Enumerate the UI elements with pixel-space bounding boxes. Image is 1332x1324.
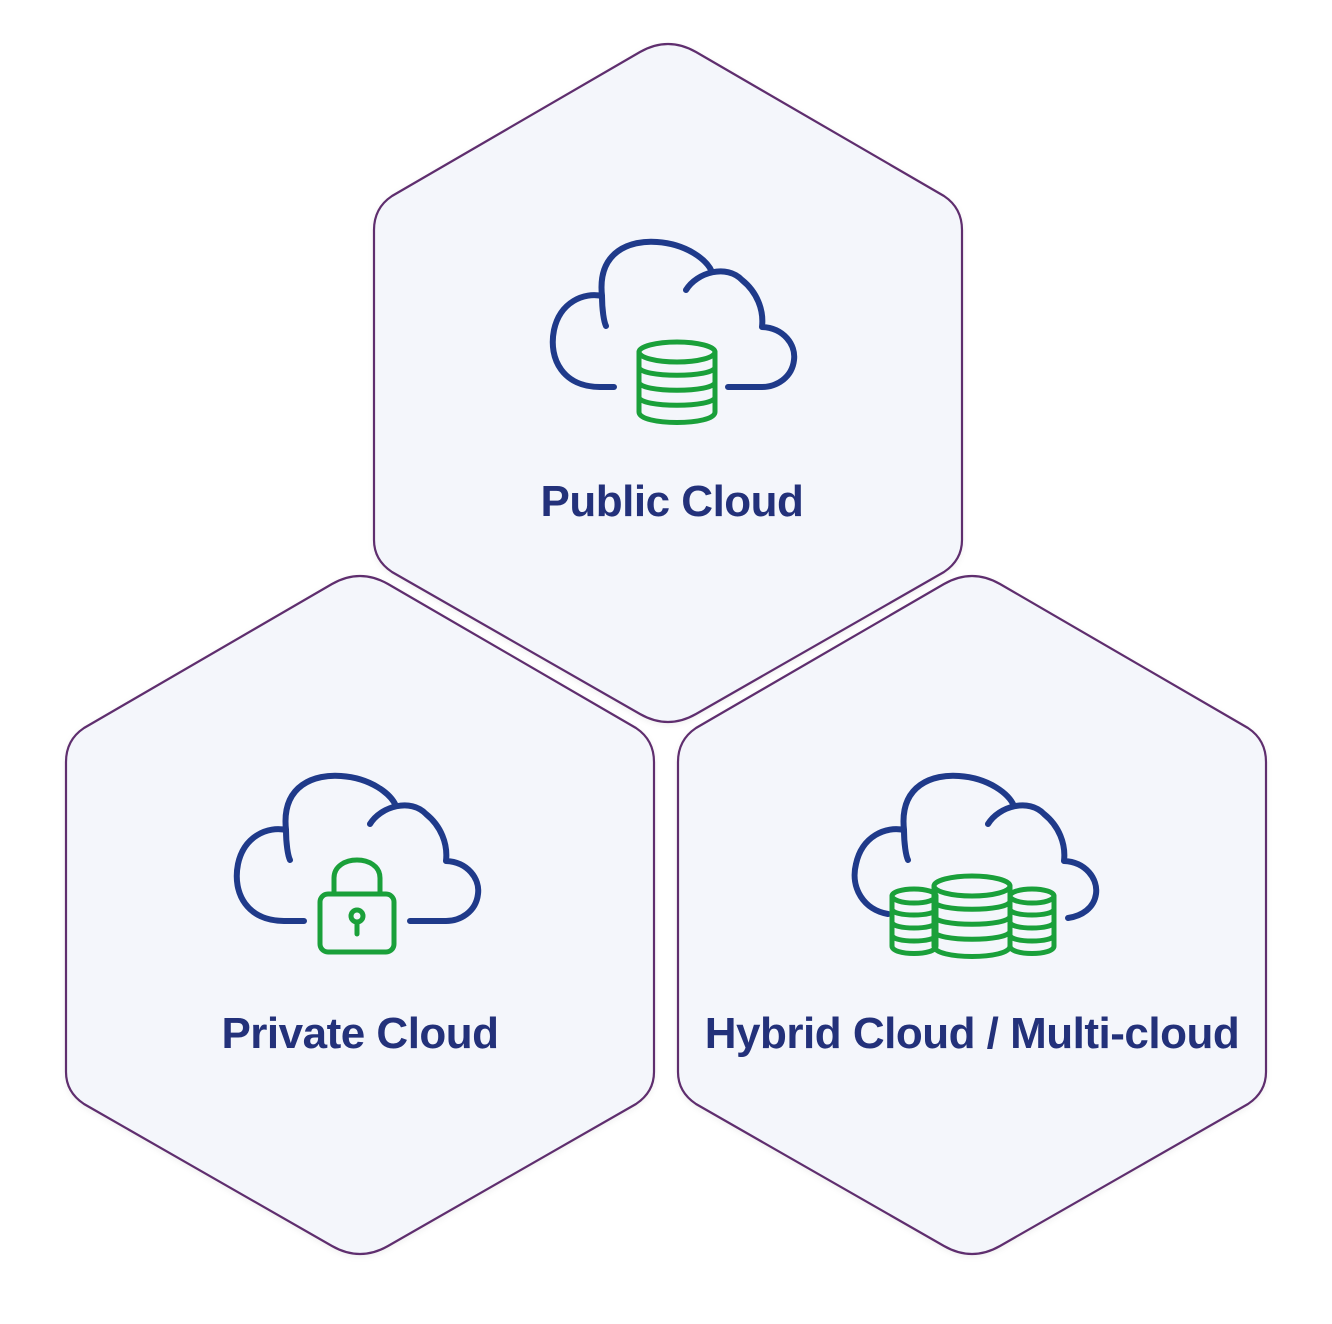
- cloud-multi-database-icon: [851, 772, 1100, 957]
- hex-node-private: Private Cloud: [64, 574, 656, 1256]
- hexagon-shape: [676, 574, 1268, 1256]
- hex-label-hybrid: Hybrid Cloud / Multi-cloud: [705, 1009, 1240, 1058]
- cloud-lock-icon: [233, 772, 482, 955]
- hex-label-private: Private Cloud: [221, 1009, 498, 1058]
- padlock-icon: [317, 857, 397, 955]
- cloud-database-icon: [549, 238, 798, 423]
- hexagon-shape: [64, 574, 656, 1256]
- hex-node-hybrid: Hybrid Cloud / Multi-cloud: [676, 574, 1268, 1256]
- hex-label-public: Public Cloud: [541, 477, 804, 526]
- hexagon-shape: [372, 42, 964, 724]
- hex-node-public: Public Cloud: [372, 42, 964, 724]
